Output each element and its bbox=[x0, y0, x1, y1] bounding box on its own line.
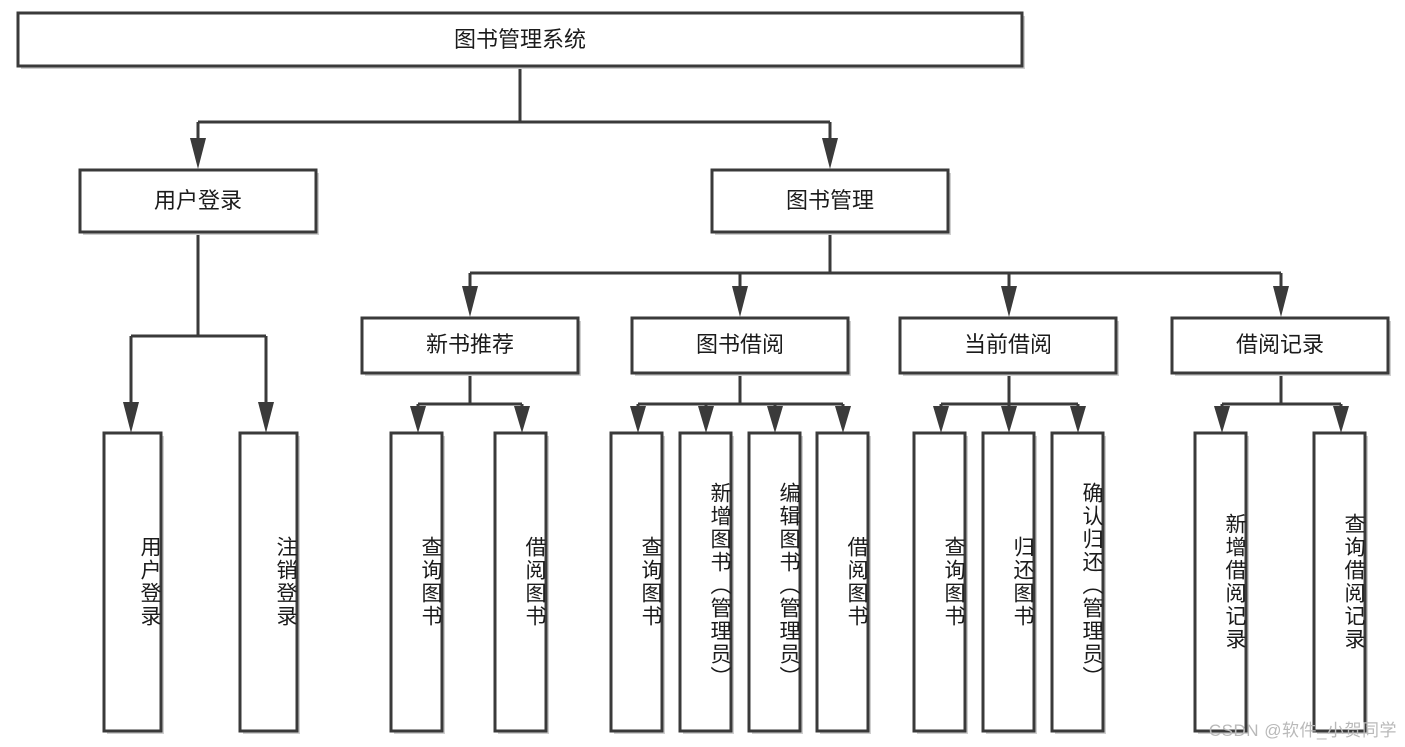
node-borrow-record-label: 借阅记录 bbox=[1236, 332, 1324, 357]
node-current-borrow-label: 当前借阅 bbox=[964, 332, 1052, 357]
arrow-head-user-login bbox=[190, 138, 206, 169]
node-user-login[interactable]: 用户登录 bbox=[78, 168, 319, 235]
node-leaf-user-logout[interactable] bbox=[238, 431, 300, 734]
node-leaf-query-book-3-label: 查询图书 bbox=[942, 536, 965, 628]
node-leaf-add-record[interactable] bbox=[1193, 431, 1249, 734]
node-book-borrow-label: 图书借阅 bbox=[696, 332, 784, 357]
node-leaf-return-book[interactable] bbox=[981, 431, 1037, 734]
arrow-head-leaf-edit-book bbox=[767, 406, 783, 433]
node-new-book-recommend[interactable]: 新书推荐 bbox=[360, 316, 581, 376]
node-leaf-confirm-return-label: 确认归还（管理员） bbox=[1080, 481, 1103, 689]
connector-group-new-book-recommend bbox=[410, 374, 530, 433]
node-book-management[interactable]: 图书管理 bbox=[710, 168, 951, 235]
connector-group-root bbox=[190, 67, 838, 169]
connector-group-borrow-record bbox=[1214, 374, 1349, 433]
node-leaf-add-book-label: 新增图书（管理员） bbox=[708, 481, 731, 689]
node-book-borrow[interactable]: 图书借阅 bbox=[630, 316, 851, 376]
connector-group-book-borrow bbox=[630, 374, 851, 433]
node-leaf-borrow-book-2-label: 借阅图书 bbox=[845, 536, 868, 628]
arrow-head-leaf-query-book-2 bbox=[630, 406, 646, 433]
arrow-head-current-borrow bbox=[1001, 286, 1017, 317]
node-leaf-add-record-label: 新增借阅记录 bbox=[1223, 513, 1246, 651]
node-borrow-record[interactable]: 借阅记录 bbox=[1170, 316, 1391, 376]
node-root-label: 图书管理系统 bbox=[454, 27, 586, 52]
node-leaf-edit-book[interactable] bbox=[747, 431, 803, 734]
node-leaf-confirm-return[interactable] bbox=[1050, 431, 1106, 734]
arrow-head-leaf-user-logout bbox=[258, 402, 274, 433]
arrow-head-leaf-borrow-book-2 bbox=[835, 406, 851, 433]
node-leaf-borrow-book-1[interactable] bbox=[493, 431, 549, 734]
node-leaf-borrow-book-2[interactable] bbox=[815, 431, 871, 734]
node-leaf-query-book-1-label: 查询图书 bbox=[419, 536, 442, 628]
arrow-head-leaf-return-book bbox=[1001, 406, 1017, 433]
node-leaf-add-book[interactable] bbox=[678, 431, 734, 734]
node-leaf-query-record[interactable] bbox=[1312, 431, 1368, 734]
arrow-head-leaf-query-book-3 bbox=[933, 406, 949, 433]
arrow-head-leaf-query-book-1 bbox=[410, 406, 426, 433]
arrow-head-book-borrow bbox=[732, 286, 748, 317]
csdn-watermark: CSDN @软件_小贺同学 bbox=[1208, 721, 1397, 740]
node-leaf-query-book-2[interactable] bbox=[609, 431, 665, 734]
arrow-head-borrow-record bbox=[1273, 286, 1289, 317]
arrow-head-leaf-add-book bbox=[698, 406, 714, 433]
node-book-management-label: 图书管理 bbox=[786, 188, 874, 213]
node-new-book-recommend-label: 新书推荐 bbox=[426, 332, 514, 357]
arrow-head-book-management bbox=[822, 138, 838, 169]
node-leaf-user-login[interactable] bbox=[102, 431, 164, 734]
arrow-head-new-book-recommend bbox=[462, 286, 478, 317]
arrow-head-leaf-query-record bbox=[1333, 406, 1349, 433]
connector-group-book-management bbox=[462, 233, 1289, 317]
node-leaf-query-book-2-label: 查询图书 bbox=[639, 536, 662, 628]
node-root[interactable]: 图书管理系统 bbox=[16, 11, 1025, 69]
arrow-head-leaf-user-login bbox=[123, 402, 139, 433]
node-leaf-edit-book-label: 编辑图书（管理员） bbox=[777, 481, 800, 689]
node-leaf-user-login-label: 用户登录 bbox=[138, 536, 161, 628]
node-leaf-borrow-book-1-label: 借阅图书 bbox=[523, 536, 546, 628]
node-leaf-query-book-3[interactable] bbox=[912, 431, 968, 734]
arrow-head-leaf-add-record bbox=[1214, 406, 1230, 433]
node-leaf-query-record-label: 查询借阅记录 bbox=[1342, 513, 1365, 651]
connector-group-user-login bbox=[123, 233, 274, 433]
node-leaf-query-book-1[interactable] bbox=[389, 431, 445, 734]
node-leaf-user-logout-label: 注销登录 bbox=[274, 536, 297, 628]
node-current-borrow[interactable]: 当前借阅 bbox=[898, 316, 1119, 376]
arrow-head-leaf-confirm-return bbox=[1070, 406, 1086, 433]
connector-group-current-borrow bbox=[933, 374, 1086, 433]
arrow-head-leaf-borrow-book-1 bbox=[514, 406, 530, 433]
node-user-login-label: 用户登录 bbox=[154, 188, 242, 213]
node-leaf-return-book-label: 归还图书 bbox=[1011, 536, 1034, 628]
